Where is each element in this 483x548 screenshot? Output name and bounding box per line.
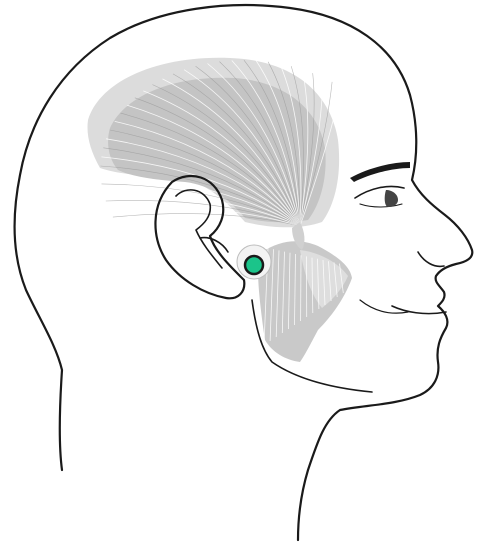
masseter-muscle	[258, 241, 352, 362]
temporalis-muscle	[88, 58, 341, 228]
green-dot-marker-icon	[245, 256, 263, 274]
eyebrow	[350, 162, 410, 182]
cheek-line	[360, 300, 408, 313]
nostril-line	[418, 252, 444, 266]
ear-inner-fold	[176, 190, 222, 268]
eye	[355, 186, 404, 207]
iris-icon	[385, 190, 398, 207]
